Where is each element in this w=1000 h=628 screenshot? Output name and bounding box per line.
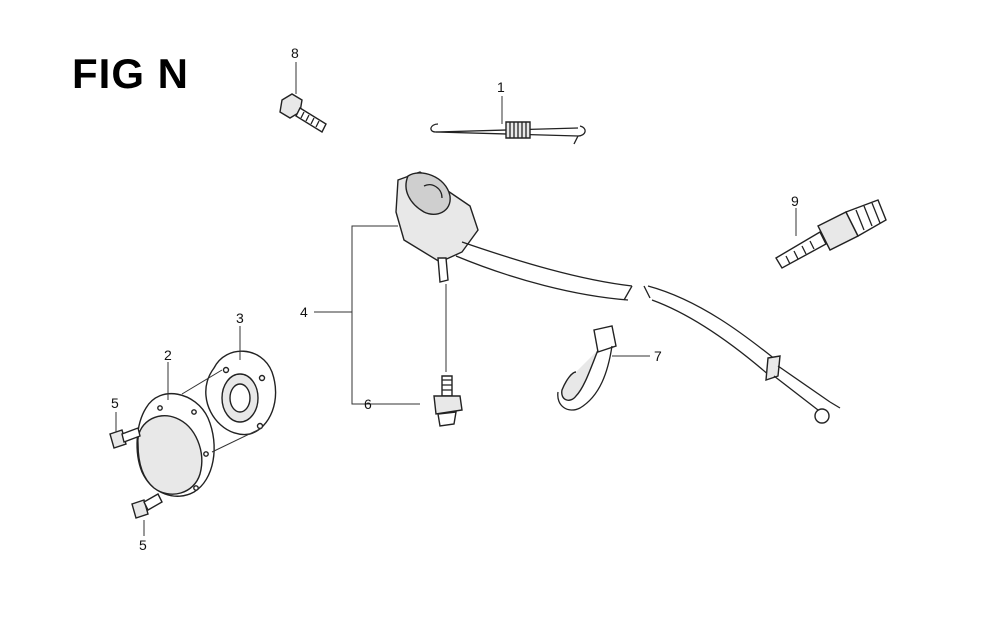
callout-2: 2 <box>164 347 172 363</box>
callout-8: 8 <box>291 45 299 61</box>
part-6-screw <box>433 375 463 427</box>
part-1-spring-rod <box>430 121 586 145</box>
part-4-switch-assembly <box>395 171 841 424</box>
part-8-bolt <box>279 93 327 133</box>
callout-5-lower: 5 <box>139 537 147 553</box>
part-7-clamp <box>557 325 617 411</box>
callout-1: 1 <box>497 79 505 95</box>
part-5-screw-lower <box>131 493 163 519</box>
callout-5-upper: 5 <box>111 395 119 411</box>
callout-9: 9 <box>791 193 799 209</box>
callout-7: 7 <box>654 348 662 364</box>
callout-6: 6 <box>364 396 372 412</box>
part-2-cover <box>136 392 215 497</box>
part-3-gasket <box>205 350 277 436</box>
figure-title: FIG N <box>72 50 189 97</box>
bracket-4 <box>351 225 420 405</box>
part-5-screw-upper <box>109 427 141 449</box>
part-9-spark-plug <box>775 199 887 269</box>
callout-3: 3 <box>236 310 244 326</box>
callout-4: 4 <box>300 304 308 320</box>
